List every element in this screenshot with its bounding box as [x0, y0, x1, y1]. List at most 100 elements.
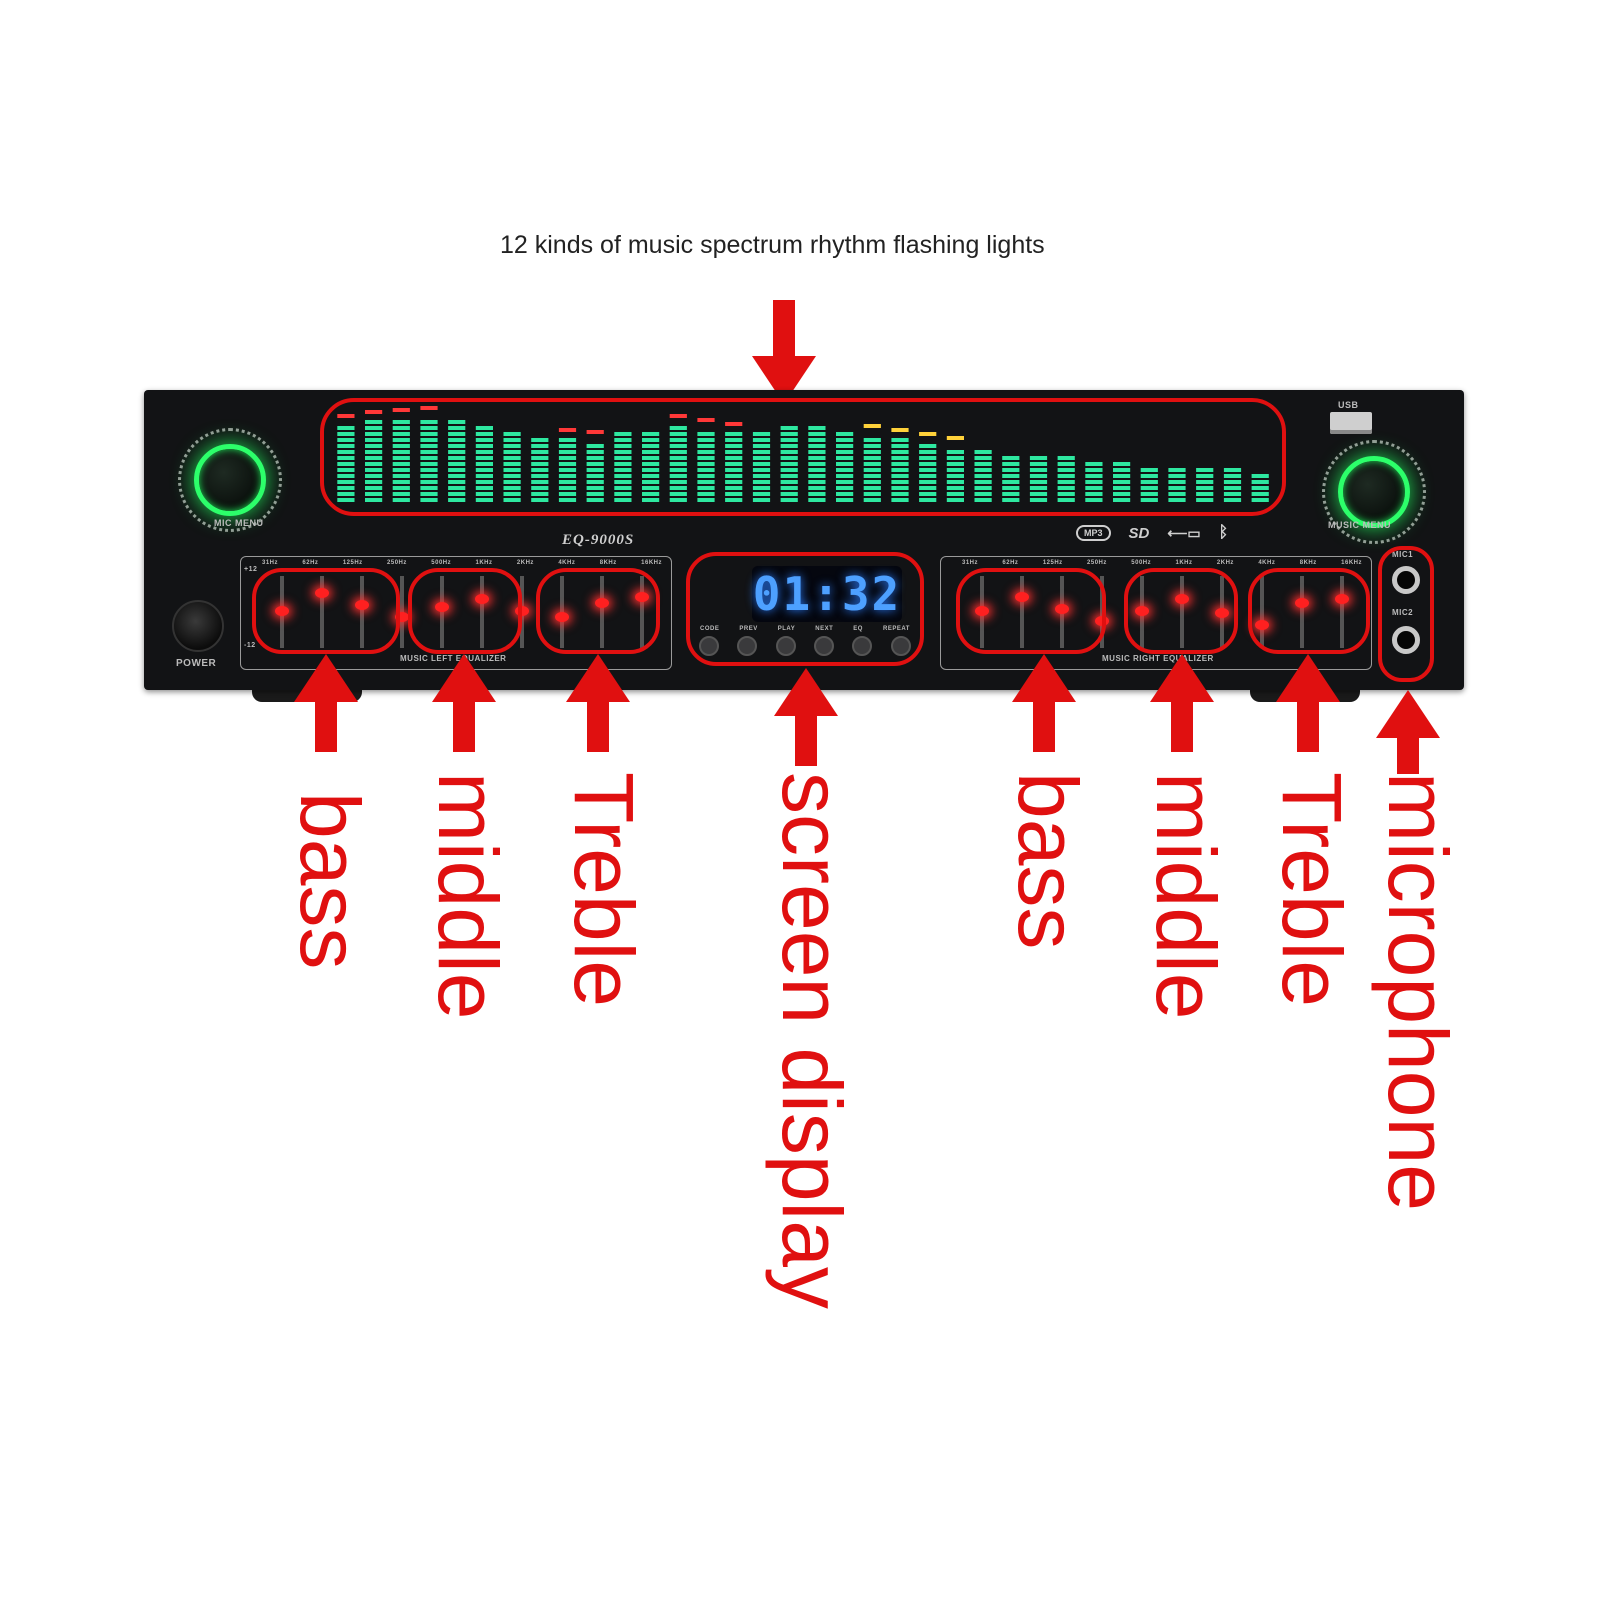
- spectrum-segment: [946, 462, 964, 466]
- spectrum-segment: [1113, 486, 1131, 490]
- eq-slider[interactable]: [595, 576, 609, 648]
- mic2-jack[interactable]: [1392, 626, 1420, 654]
- spectrum-segment: [586, 474, 604, 478]
- arrow-up-treble-right: [1276, 654, 1340, 752]
- eq-slider[interactable]: [315, 576, 329, 648]
- spectrum-segment: [475, 456, 493, 460]
- spectrum-segment: [503, 468, 521, 472]
- spectrum-segment: [863, 468, 881, 472]
- eq-slider[interactable]: [1135, 576, 1149, 648]
- spectrum-segment: [780, 432, 798, 436]
- spectrum-segment: [697, 468, 715, 472]
- eq-slider[interactable]: [475, 576, 489, 648]
- spectrum-segment: [1196, 480, 1214, 484]
- usb-port[interactable]: [1330, 412, 1372, 434]
- eq-slider[interactable]: [515, 576, 529, 648]
- spectrum-segment: [448, 438, 466, 442]
- spectrum-segment: [752, 456, 771, 460]
- right-bass-highlight: [956, 568, 1106, 654]
- spectrum-segment: [1057, 492, 1075, 496]
- spectrum-segment: [1223, 486, 1242, 490]
- spectrum-segment: [448, 450, 466, 454]
- spectrum-segment: [503, 432, 521, 436]
- spectrum-segment: [780, 498, 798, 502]
- spectrum-segment: [420, 462, 438, 466]
- spectrum-segment: [836, 444, 854, 448]
- spectrum-segment: [697, 432, 715, 436]
- spectrum-segment: [808, 462, 826, 466]
- prev-button[interactable]: [737, 636, 758, 656]
- spectrum-segment: [974, 462, 992, 466]
- spectrum-segment: [697, 474, 715, 478]
- spectrum-segment: [1029, 474, 1048, 478]
- spectrum-segment: [337, 450, 355, 454]
- spectrum-peak: [919, 432, 937, 436]
- mic1-jack[interactable]: [1392, 566, 1420, 594]
- music-menu-knob-ring: [1322, 440, 1426, 544]
- next-button[interactable]: [814, 636, 835, 656]
- spectrum-segment: [586, 468, 604, 472]
- eq-slider[interactable]: [395, 576, 409, 648]
- spectrum-segment: [448, 462, 466, 466]
- spectrum-segment: [1002, 492, 1020, 496]
- spectrum-segment: [863, 450, 881, 454]
- spectrum-segment: [1196, 486, 1214, 490]
- spectrum-segment: [808, 468, 826, 472]
- spectrum-segment: [1113, 468, 1131, 472]
- spectrum-peak: [392, 408, 410, 412]
- spectrum-segment: [642, 474, 660, 478]
- spectrum-segment: [365, 450, 383, 454]
- spectrum-segment: [614, 468, 632, 472]
- spectrum-segment: [503, 480, 521, 484]
- caption: 12 kinds of music spectrum rhythm flashi…: [500, 231, 1045, 259]
- eq-slider[interactable]: [1175, 576, 1189, 648]
- spectrum-segment: [642, 456, 660, 460]
- music-menu-knob[interactable]: [1338, 456, 1410, 528]
- spectrum-segment: [558, 450, 577, 454]
- eq-slider[interactable]: [435, 576, 449, 648]
- spectrum-segment: [475, 432, 493, 436]
- spectrum-segment: [697, 456, 715, 460]
- spectrum-segment: [1113, 480, 1131, 484]
- spectrum-segment: [614, 462, 632, 466]
- spectrum-segment: [558, 498, 577, 502]
- play-button[interactable]: [775, 636, 796, 656]
- lcd-time: 01:32: [752, 567, 902, 621]
- callout-middle-left: middle: [421, 772, 515, 1020]
- power-button[interactable]: [172, 600, 224, 652]
- spectrum-segment: [891, 492, 909, 496]
- spectrum-segment: [974, 450, 992, 454]
- spectrum-segment: [531, 474, 549, 478]
- eq-slider[interactable]: [555, 576, 569, 648]
- eq-slider[interactable]: [1335, 576, 1349, 648]
- mic-menu-knob[interactable]: [194, 444, 266, 516]
- eq-slider[interactable]: [1215, 576, 1229, 648]
- left-treble-highlight: [536, 568, 660, 654]
- spectrum-segment: [614, 498, 632, 502]
- button-label: PREV: [739, 626, 758, 632]
- freq-label: 16KHz: [1341, 560, 1362, 566]
- freq-label: 125Hz: [342, 560, 363, 566]
- spectrum-segment: [586, 492, 604, 496]
- eq-button[interactable]: [852, 636, 873, 656]
- eq-slider[interactable]: [275, 576, 289, 648]
- spectrum-segment: [891, 498, 909, 502]
- spectrum-peak: [863, 424, 881, 428]
- spectrum-segment: [365, 426, 383, 430]
- eq-slider[interactable]: [1055, 576, 1069, 648]
- spectrum-segment: [891, 480, 909, 484]
- callout-bass-left: bass: [283, 792, 377, 970]
- spectrum-segment: [448, 420, 466, 424]
- spectrum-segment: [614, 450, 632, 454]
- spectrum-segment: [780, 474, 798, 478]
- spectrum-segment: [808, 432, 826, 436]
- spectrum-segment: [808, 426, 826, 430]
- spectrum-peak: [891, 428, 909, 432]
- eq-slider[interactable]: [355, 576, 369, 648]
- spectrum-segment: [725, 474, 743, 478]
- eq-slider[interactable]: [1015, 576, 1029, 648]
- eq-slider[interactable]: [975, 576, 989, 648]
- spectrum-segment: [392, 420, 410, 424]
- eq-slider[interactable]: [1295, 576, 1309, 648]
- spectrum-segment: [863, 438, 881, 442]
